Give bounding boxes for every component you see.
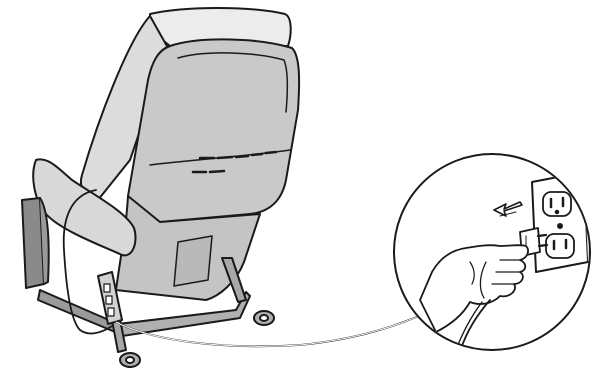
chair-access-panel [174,236,212,286]
chair-frame-rail [118,292,250,336]
chair-caster-rear [254,311,274,325]
outlet-screw [558,224,563,229]
massage-chair [22,8,299,367]
chair-caster-front [120,353,140,367]
outlet-receptacle-lower [546,234,574,258]
outlet-inset [394,154,592,352]
outlet-receptacle-upper [543,192,571,216]
chair-rear-panel [128,39,299,222]
